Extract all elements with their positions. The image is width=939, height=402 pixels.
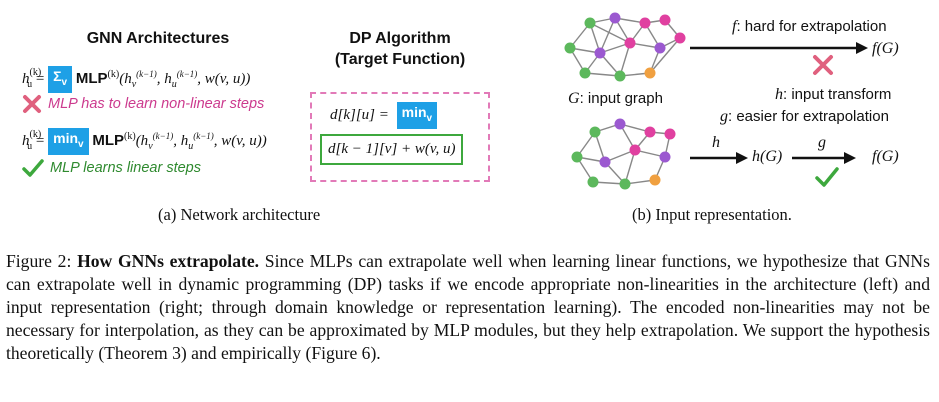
mlp-linear-note: MLP learns linear steps [50,160,201,176]
min-aggregation-chip: minv [48,128,89,155]
h-transform-label: h: input transform [775,86,892,103]
cross-icon-right [812,54,834,76]
f-arrow [690,42,868,54]
dp-algorithm-title: DP Algorithm (Target Function) [334,30,466,68]
figure-title: How GNNs extrapolate. [77,251,260,271]
input-graph-top [564,12,686,82]
fG-top: f(G) [872,40,899,57]
fG-bottom: f(G) [872,148,899,165]
g-easier-label: g: easier for extrapolation [720,108,889,125]
dp-target-box: d[k][u] = minv d[k − 1][v] + w(v, u) [310,92,490,182]
figure-text: Since MLPs can extrapolate well when lea… [6,251,930,363]
cross-icon [22,94,42,114]
input-graph-label: G: input graph [568,90,663,107]
g-arrow [792,152,856,164]
f-hard-label: f: hard for extrapolation [732,18,887,35]
sum-aggregation-chip: Σv [48,66,73,93]
gnn-architectures-title: GNN Architectures [86,30,230,47]
check-icon-right [815,166,839,188]
input-graph-bottom [571,118,676,190]
mlp-nonlinear-note: MLP has to learn non-linear steps [48,96,265,112]
gnn-formula-min: h(k)u = minv MLP(k)(hv(k−1), hu(k−1), w(… [22,128,267,155]
dp-body-box: d[k − 1][v] + w(v, u) [320,134,464,165]
caption-input-representation: (b) Input representation. [632,205,792,224]
figure-caption: Figure 2: How GNNs extrapolate. Since ML… [6,250,930,365]
h-arrow [690,152,748,164]
caption-network-architecture: (a) Network architecture [158,205,321,224]
check-icon [22,158,44,178]
g-arrow-label: g [818,134,826,151]
dp-min-chip: minv [396,102,438,129]
figure-label: Figure 2: [6,251,72,271]
gnn-formula-sum: h(k)u = Σv MLP(k)(hv(k−1), hu(k−1), w(v,… [22,66,250,93]
h-arrow-label: h [712,134,720,151]
hG-node: h(G) [752,148,783,165]
dp-lhs-row: d[k][u] = minv [330,102,438,129]
